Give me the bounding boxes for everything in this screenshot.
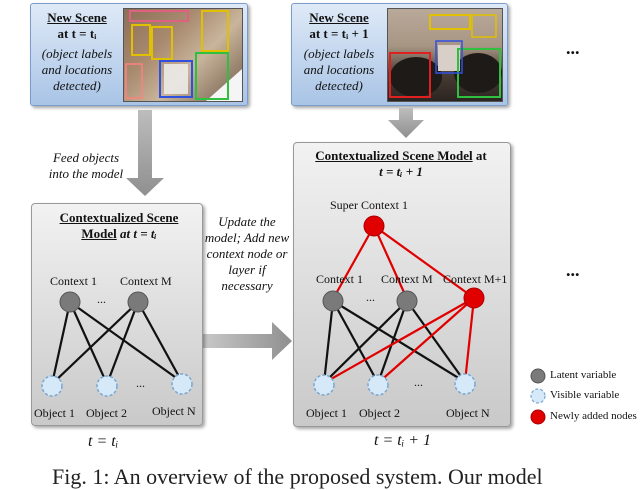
- left-context-1-node: [59, 291, 81, 313]
- left-object-n-label: Object N: [152, 404, 196, 418]
- scene-photo-right: [387, 8, 503, 102]
- arrow-down-left: [126, 110, 164, 196]
- right-object-1-label: Object 1: [306, 406, 347, 420]
- model-right-time-a: at: [475, 148, 487, 163]
- update-note: Update the model; Add new context node o…: [204, 214, 290, 293]
- right-object-2-label: Object 2: [359, 406, 400, 420]
- left-context-m-node: [127, 291, 149, 313]
- arrows-layer: [126, 108, 424, 360]
- right-context-1-node: [322, 290, 344, 312]
- left-context-m-label: Context M: [120, 274, 172, 288]
- legend-visible-marker: [530, 388, 546, 404]
- left-object-1-node: [41, 375, 63, 397]
- ellipsis-top: ...: [566, 38, 580, 58]
- scene-note-left: (object labels and locations detected): [41, 46, 113, 93]
- feed-note: Feed objects into the model: [48, 150, 124, 181]
- right-edges: [322, 300, 466, 384]
- left-object-2-node: [96, 375, 118, 397]
- left-dots-bottom: ...: [136, 376, 145, 390]
- scene-title-left: New Scene: [47, 10, 107, 25]
- right-object-n-node: [454, 373, 476, 395]
- model-left-title: Contextualized Scene Model at t = tᵢ: [44, 210, 194, 242]
- right-dots-top: ...: [366, 290, 375, 304]
- scene-note-right: (object labels and locations detected): [303, 46, 375, 93]
- legend-latent-label: Latent variable: [550, 369, 617, 381]
- right-context-m-node: [396, 290, 418, 312]
- arrow-right-mid: [203, 322, 292, 360]
- legend-latent-marker: [530, 368, 546, 384]
- model-right-title: Contextualized Scene Model at t = tᵢ + 1: [300, 148, 502, 180]
- super-context-label: Super Context 1: [330, 198, 408, 212]
- right-object-n-label: Object N: [446, 406, 490, 420]
- right-context-m1-label: Context M+1: [443, 272, 508, 286]
- model-right-title-1: Contextualized Scene Model: [315, 148, 473, 163]
- scene-box-left: New Scene at t = tᵢ (object labels and l…: [30, 3, 248, 106]
- model-left-time: at t = tᵢ: [119, 226, 157, 241]
- right-new-edges: [323, 225, 476, 384]
- scene-text-left: New Scene at t = tᵢ (object labels and l…: [33, 10, 121, 94]
- super-context-node: [363, 215, 385, 237]
- right-context-m1-node: [463, 287, 485, 309]
- legend-visible-label: Visible variable: [550, 389, 620, 401]
- model-left-title-1: Contextualized Scene: [59, 210, 179, 225]
- scene-photo-left: [123, 8, 243, 102]
- graph-layer: [41, 215, 546, 425]
- right-context-1-label: Context 1: [316, 272, 363, 286]
- detection-boxes-right: [389, 14, 502, 98]
- right-context-m-label: Context M: [381, 272, 433, 286]
- scene-time-left: at t = tᵢ: [57, 26, 97, 41]
- model-right-time-b: t = tᵢ + 1: [379, 164, 423, 179]
- scene-time-right: at t = tᵢ + 1: [309, 26, 369, 41]
- legend-new-label: Newly added nodes: [550, 410, 637, 422]
- right-object-1-node: [313, 374, 335, 396]
- left-object-2-label: Object 2: [86, 406, 127, 420]
- arrow-down-right: [388, 108, 424, 138]
- left-context-1-label: Context 1: [50, 274, 97, 288]
- scene-box-right: New Scene at t = tᵢ + 1 (object labels a…: [291, 3, 508, 106]
- ellipsis-mid: ...: [566, 260, 580, 280]
- left-dots-top: ...: [97, 292, 106, 306]
- detection-boxes-left: [125, 10, 242, 101]
- bottom-time-left: t = tᵢ: [88, 433, 119, 450]
- model-left-title-2: Model: [81, 226, 117, 241]
- right-object-2-node: [367, 374, 389, 396]
- left-edges: [50, 301, 183, 385]
- legend-new-marker: [530, 409, 546, 425]
- margin-fragments: [0, 0, 9, 480]
- scene-title-right: New Scene: [309, 10, 369, 25]
- caption-fragment: Fig. 1: An overview of the proposed syst…: [52, 464, 543, 489]
- left-object-n-node: [171, 373, 193, 395]
- right-dots-bottom: ...: [414, 375, 423, 389]
- left-object-1-label: Object 1: [34, 406, 75, 420]
- bottom-time-right: t = tᵢ + 1: [374, 432, 432, 449]
- scene-text-right: New Scene at t = tᵢ + 1 (object labels a…: [294, 10, 384, 94]
